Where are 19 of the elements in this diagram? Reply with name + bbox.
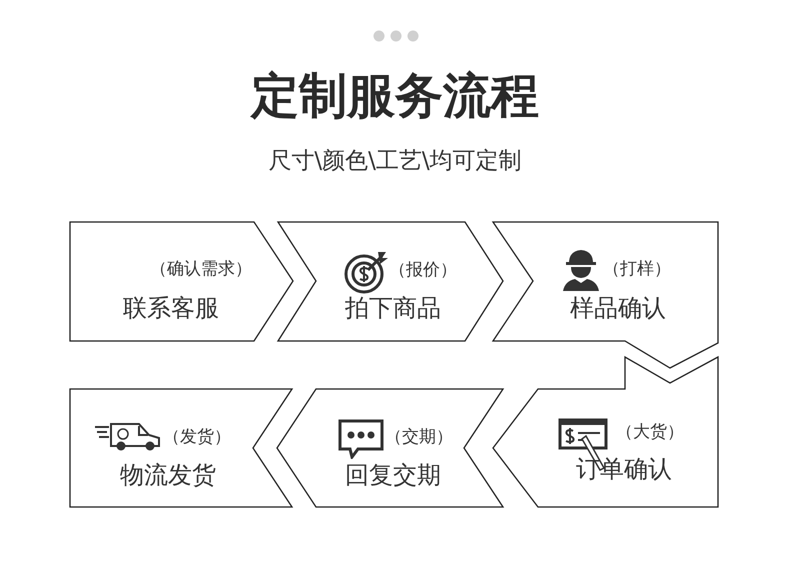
step-note: （发货） [163,429,231,446]
title: 定制服务流程 [249,72,540,120]
step-note: （交期） [385,429,453,446]
step-note: （打样） [603,261,671,278]
step-note: （报价） [389,262,457,279]
step-label: 样品确认 [570,296,666,320]
chevron-step [491,355,720,509]
step-label: 订单确认 [576,457,672,481]
chevron-step [276,221,505,343]
chevron-step [69,221,295,343]
step-note: （确认需求） [150,261,252,278]
step-note: （大货） [616,424,684,441]
chevron-step [69,388,295,509]
chevron-step [275,388,505,509]
step-label: 回复交期 [345,463,441,487]
subtitle: 尺寸\颜色\工艺\均可定制 [267,150,523,173]
step-label: 拍下商品 [345,296,441,320]
step-label: 联系客服 [123,296,219,320]
step-label: 物流发货 [120,463,216,487]
